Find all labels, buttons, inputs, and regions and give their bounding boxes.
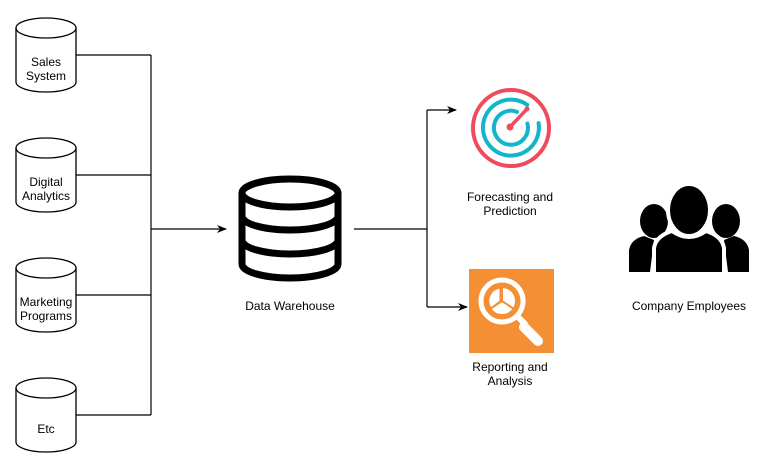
database-cylinder-icon <box>15 377 77 453</box>
output-connectors <box>354 106 468 311</box>
database-stack-icon <box>238 175 342 282</box>
label-line: Analysis <box>487 374 533 388</box>
source-connectors <box>76 54 227 416</box>
consumer-node[interactable] <box>629 182 749 276</box>
target-radar-icon <box>471 88 551 168</box>
source-digital-label: Digital Analytics <box>16 175 76 203</box>
label-line: Reporting and <box>472 360 548 374</box>
forecast-node[interactable] <box>471 88 551 168</box>
source-marketing-label: Marketing Programs <box>14 295 78 323</box>
source-etc-label: Etc <box>16 422 76 436</box>
label-line: Digital <box>29 175 63 189</box>
label-line: Marketing <box>19 295 73 309</box>
source-sales-system[interactable] <box>15 17 77 93</box>
source-digital-analytics[interactable] <box>15 137 77 213</box>
label-line: System <box>25 69 66 83</box>
label-line: Programs <box>19 309 72 323</box>
label-line: Etc <box>37 422 55 436</box>
source-sales-label: Sales System <box>16 55 76 83</box>
magnifier-pie-chart-icon <box>478 277 543 346</box>
source-marketing-programs[interactable] <box>15 257 77 333</box>
reporting-label: Reporting and Analysis <box>455 360 565 388</box>
label-line: Sales <box>30 55 62 69</box>
label-line: Analytics <box>21 189 71 203</box>
reporting-node[interactable] <box>469 269 554 353</box>
label-line: Forecasting and <box>466 190 554 204</box>
people-group-icon <box>629 182 749 276</box>
warehouse-node[interactable] <box>238 175 342 282</box>
label-line: Prediction <box>483 204 537 218</box>
warehouse-label: Data Warehouse <box>245 299 335 313</box>
consumer-label: Company Employees <box>631 299 747 313</box>
forecast-label: Forecasting and Prediction <box>455 190 565 218</box>
source-etc[interactable] <box>15 377 77 453</box>
